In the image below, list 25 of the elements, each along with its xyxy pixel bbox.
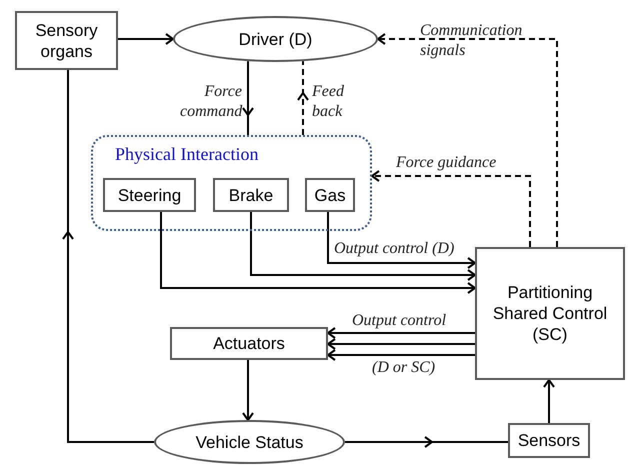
edge-label: Output control [352,311,448,331]
process-box [305,178,355,212]
node-label: Sensors [516,430,582,451]
node-label: Actuators [212,333,286,354]
edge-label: Output control (D) [334,239,456,259]
node-label: Vehicle Status [194,432,304,452]
node-label: Brake [228,184,274,206]
group-title: Physical Interaction [115,143,258,165]
node-label: Sensory organs [34,20,99,62]
process-box [475,247,625,380]
process-box [15,11,118,70]
edge-label: Force guidance [396,153,498,173]
node-label: Gas [313,184,347,206]
edge-label: (D or SC) [372,358,436,378]
process-box [508,423,590,458]
node-label: Partitioning Shared Control (SC) [492,282,608,345]
node-label: Steering [116,184,182,206]
node-label: Driver (D) [238,28,314,50]
edge-label: Feed back [312,82,345,122]
group-container [91,135,372,231]
edge-label: Force command [180,82,242,122]
process-box [170,327,328,360]
process-box [213,178,289,212]
edge-label: Communication signals [420,21,524,61]
process-box [103,178,196,212]
